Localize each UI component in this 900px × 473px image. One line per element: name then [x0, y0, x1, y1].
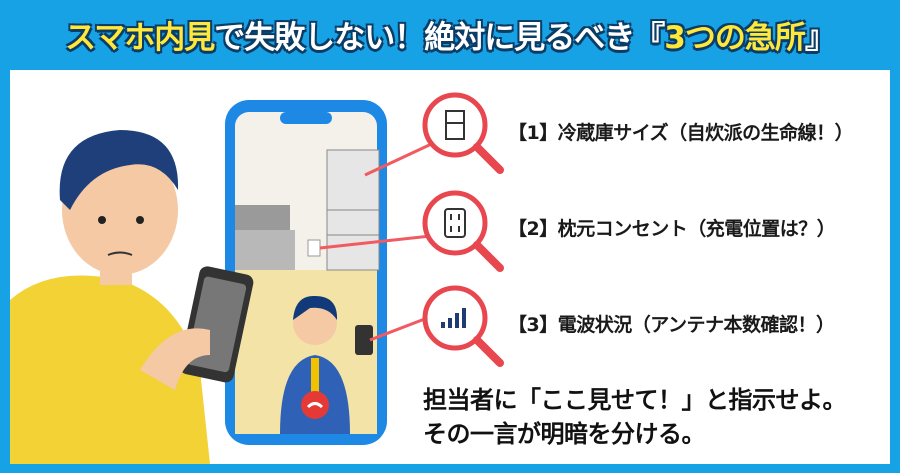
headline-part-3: 3つの急所 — [664, 19, 806, 56]
magnifier-3 — [422, 285, 504, 367]
message-line-1: 担当者に「ここ見せて！」と指示せよ。 — [423, 386, 847, 414]
content-panel: 【1】冷蔵庫サイズ（自炊派の生命線！） 【2】枕元コンセント（充電位置は？） 【… — [10, 70, 890, 464]
magnifier-1 — [422, 92, 504, 174]
illustration — [10, 92, 504, 464]
refrigerator-in-room — [326, 149, 380, 271]
point-2-label: 【2】枕元コンセント（充電位置は？） — [508, 218, 836, 240]
headline: スマホ内見で失敗しない！絶対に見るべき『3つの急所』 — [0, 0, 900, 68]
message-line-2: その一言が明暗を分ける。 — [423, 420, 706, 448]
headline-part-1: スマホ内見 — [65, 19, 215, 56]
point-1-label: 【1】冷蔵庫サイズ（自炊派の生命線！） — [508, 122, 854, 144]
outlet-icon — [444, 208, 466, 238]
headline-part-2: で失敗しない！絶対に見るべき『 — [214, 19, 665, 56]
refrigerator-icon — [445, 110, 465, 140]
phone-screen-illustration — [225, 100, 387, 445]
headline-part-4: 』 — [804, 19, 836, 56]
signal-bars-icon — [441, 308, 466, 328]
point-3-label: 【3】電波状況（アンテナ本数確認！） — [508, 314, 835, 336]
magnifier-2 — [422, 190, 504, 272]
person-illustration — [10, 130, 254, 464]
